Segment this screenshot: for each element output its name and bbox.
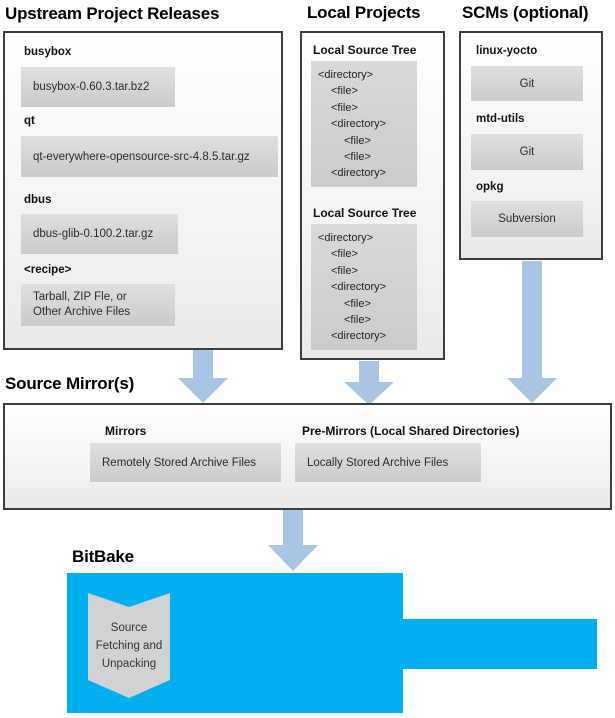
local-to-mirrors-down-arrow-icon xyxy=(344,361,394,405)
upstream-panel: busybox busybox-0.60.3.tar.bz2 qt qt-eve… xyxy=(3,31,283,350)
source-fetching-chevron: Source Fetching and Unpacking xyxy=(88,593,170,698)
tree-line: <file> xyxy=(331,248,358,261)
tree-line: <directory> xyxy=(318,69,374,81)
busybox-archive-box: busybox-0.60.3.tar.bz2 xyxy=(21,67,175,107)
tree-line: <file> xyxy=(331,264,358,277)
mtd-utils-label: mtd-utils xyxy=(476,113,525,125)
recipe-label: <recipe> xyxy=(24,264,72,276)
scms-to-mirrors-down-arrow-icon xyxy=(507,261,557,403)
tree-line: <file> xyxy=(331,85,358,98)
linux-yocto-scm-box: Git xyxy=(471,66,583,101)
local-source-tree-label-2: Local Source Tree xyxy=(313,206,417,220)
local-projects-title: Local Projects xyxy=(307,3,421,22)
tree-line: <directory> xyxy=(318,232,374,244)
bitbake-output-bar xyxy=(403,619,597,669)
bitbake-title: BitBake xyxy=(72,547,134,566)
tree-line: <file> xyxy=(331,101,358,114)
scms-title: SCMs (optional) xyxy=(462,3,589,22)
tree-line: <directory> xyxy=(331,281,387,294)
opkg-scm-box: Subversion xyxy=(471,201,583,237)
mirrors-label: Mirrors xyxy=(105,424,147,438)
source-mirrors-panel: Mirrors Remotely Stored Archive Files Pr… xyxy=(3,403,612,510)
dbus-label: dbus xyxy=(24,194,52,206)
local-source-tree-box-1: <directory> <file> <file> <directory> <f… xyxy=(311,61,417,187)
dbus-archive-box: dbus-glib-0.100.2.tar.gz xyxy=(21,214,178,254)
tree-line: <directory> xyxy=(331,167,387,180)
local-projects-panel: Local Source Tree <directory> <file> <fi… xyxy=(300,31,445,360)
mirrors-box: Remotely Stored Archive Files xyxy=(90,443,281,482)
upstream-to-mirrors-down-arrow-icon xyxy=(178,350,228,403)
recipe-archive-box: Tarball, ZIP Fle, or Other Archive Files xyxy=(21,284,175,326)
upstream-title: Upstream Project Releases xyxy=(5,4,220,23)
tree-line: <directory> xyxy=(331,330,387,343)
local-source-tree-box-2: <directory> <file> <file> <directory> <f… xyxy=(311,224,417,350)
qt-label: qt xyxy=(24,115,35,127)
scms-panel: linux-yocto Git mtd-utils Git opkg Subve… xyxy=(459,31,603,260)
tree-line: <file> xyxy=(344,314,371,327)
opkg-label: opkg xyxy=(476,181,504,193)
linux-yocto-label: linux-yocto xyxy=(476,45,538,57)
tree-line: <file> xyxy=(344,151,371,164)
premirrors-box: Locally Stored Archive Files xyxy=(295,443,481,482)
tree-line: <directory> xyxy=(331,118,387,131)
qt-archive-box: qt-everywhere-opensource-src-4.8.5.tar.g… xyxy=(21,136,278,177)
tree-line: <file> xyxy=(344,297,371,310)
premirrors-label: Pre-Mirrors (Local Shared Directories) xyxy=(302,424,520,438)
mirrors-to-bitbake-down-arrow-icon xyxy=(268,510,318,571)
source-mirrors-title: Source Mirror(s) xyxy=(5,374,135,393)
mtd-utils-scm-box: Git xyxy=(471,134,583,170)
local-source-tree-label-1: Local Source Tree xyxy=(313,43,417,57)
busybox-label: busybox xyxy=(24,46,72,58)
tree-line: <file> xyxy=(344,134,371,147)
